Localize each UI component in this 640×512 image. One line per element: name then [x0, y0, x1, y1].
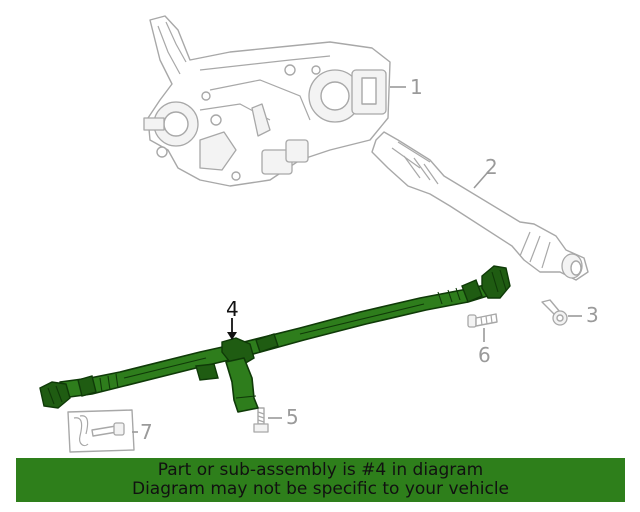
callout-5[interactable]: 5	[286, 405, 299, 429]
callout-4[interactable]: 4	[226, 297, 239, 321]
banner-line-1: Part or sub-assembly is #4 in diagram	[157, 460, 484, 480]
callout-4-arrowhead	[227, 332, 237, 340]
callout-6[interactable]: 6	[478, 343, 491, 367]
callout-3[interactable]: 3	[586, 303, 599, 327]
callout-1[interactable]: 1	[410, 75, 423, 99]
leader-line-2	[473, 171, 489, 189]
callout-2[interactable]: 2	[485, 155, 498, 179]
bolt-part-6[interactable]	[467, 313, 498, 328]
drive-shaft-part-4[interactable]	[39, 265, 511, 413]
rear-differential-part-1[interactable]	[143, 15, 391, 187]
strap-kit-part-7[interactable]	[67, 409, 135, 453]
info-banner: Part or sub-assembly is #4 in diagram Di…	[16, 458, 625, 502]
bolt-part-5[interactable]	[253, 407, 269, 433]
axle-shaft-part-2[interactable]	[371, 131, 589, 281]
banner-line-2: Diagram may not be specific to your vehi…	[131, 479, 509, 499]
bolt-part-3[interactable]	[541, 299, 568, 326]
callout-7[interactable]: 7	[140, 420, 153, 444]
